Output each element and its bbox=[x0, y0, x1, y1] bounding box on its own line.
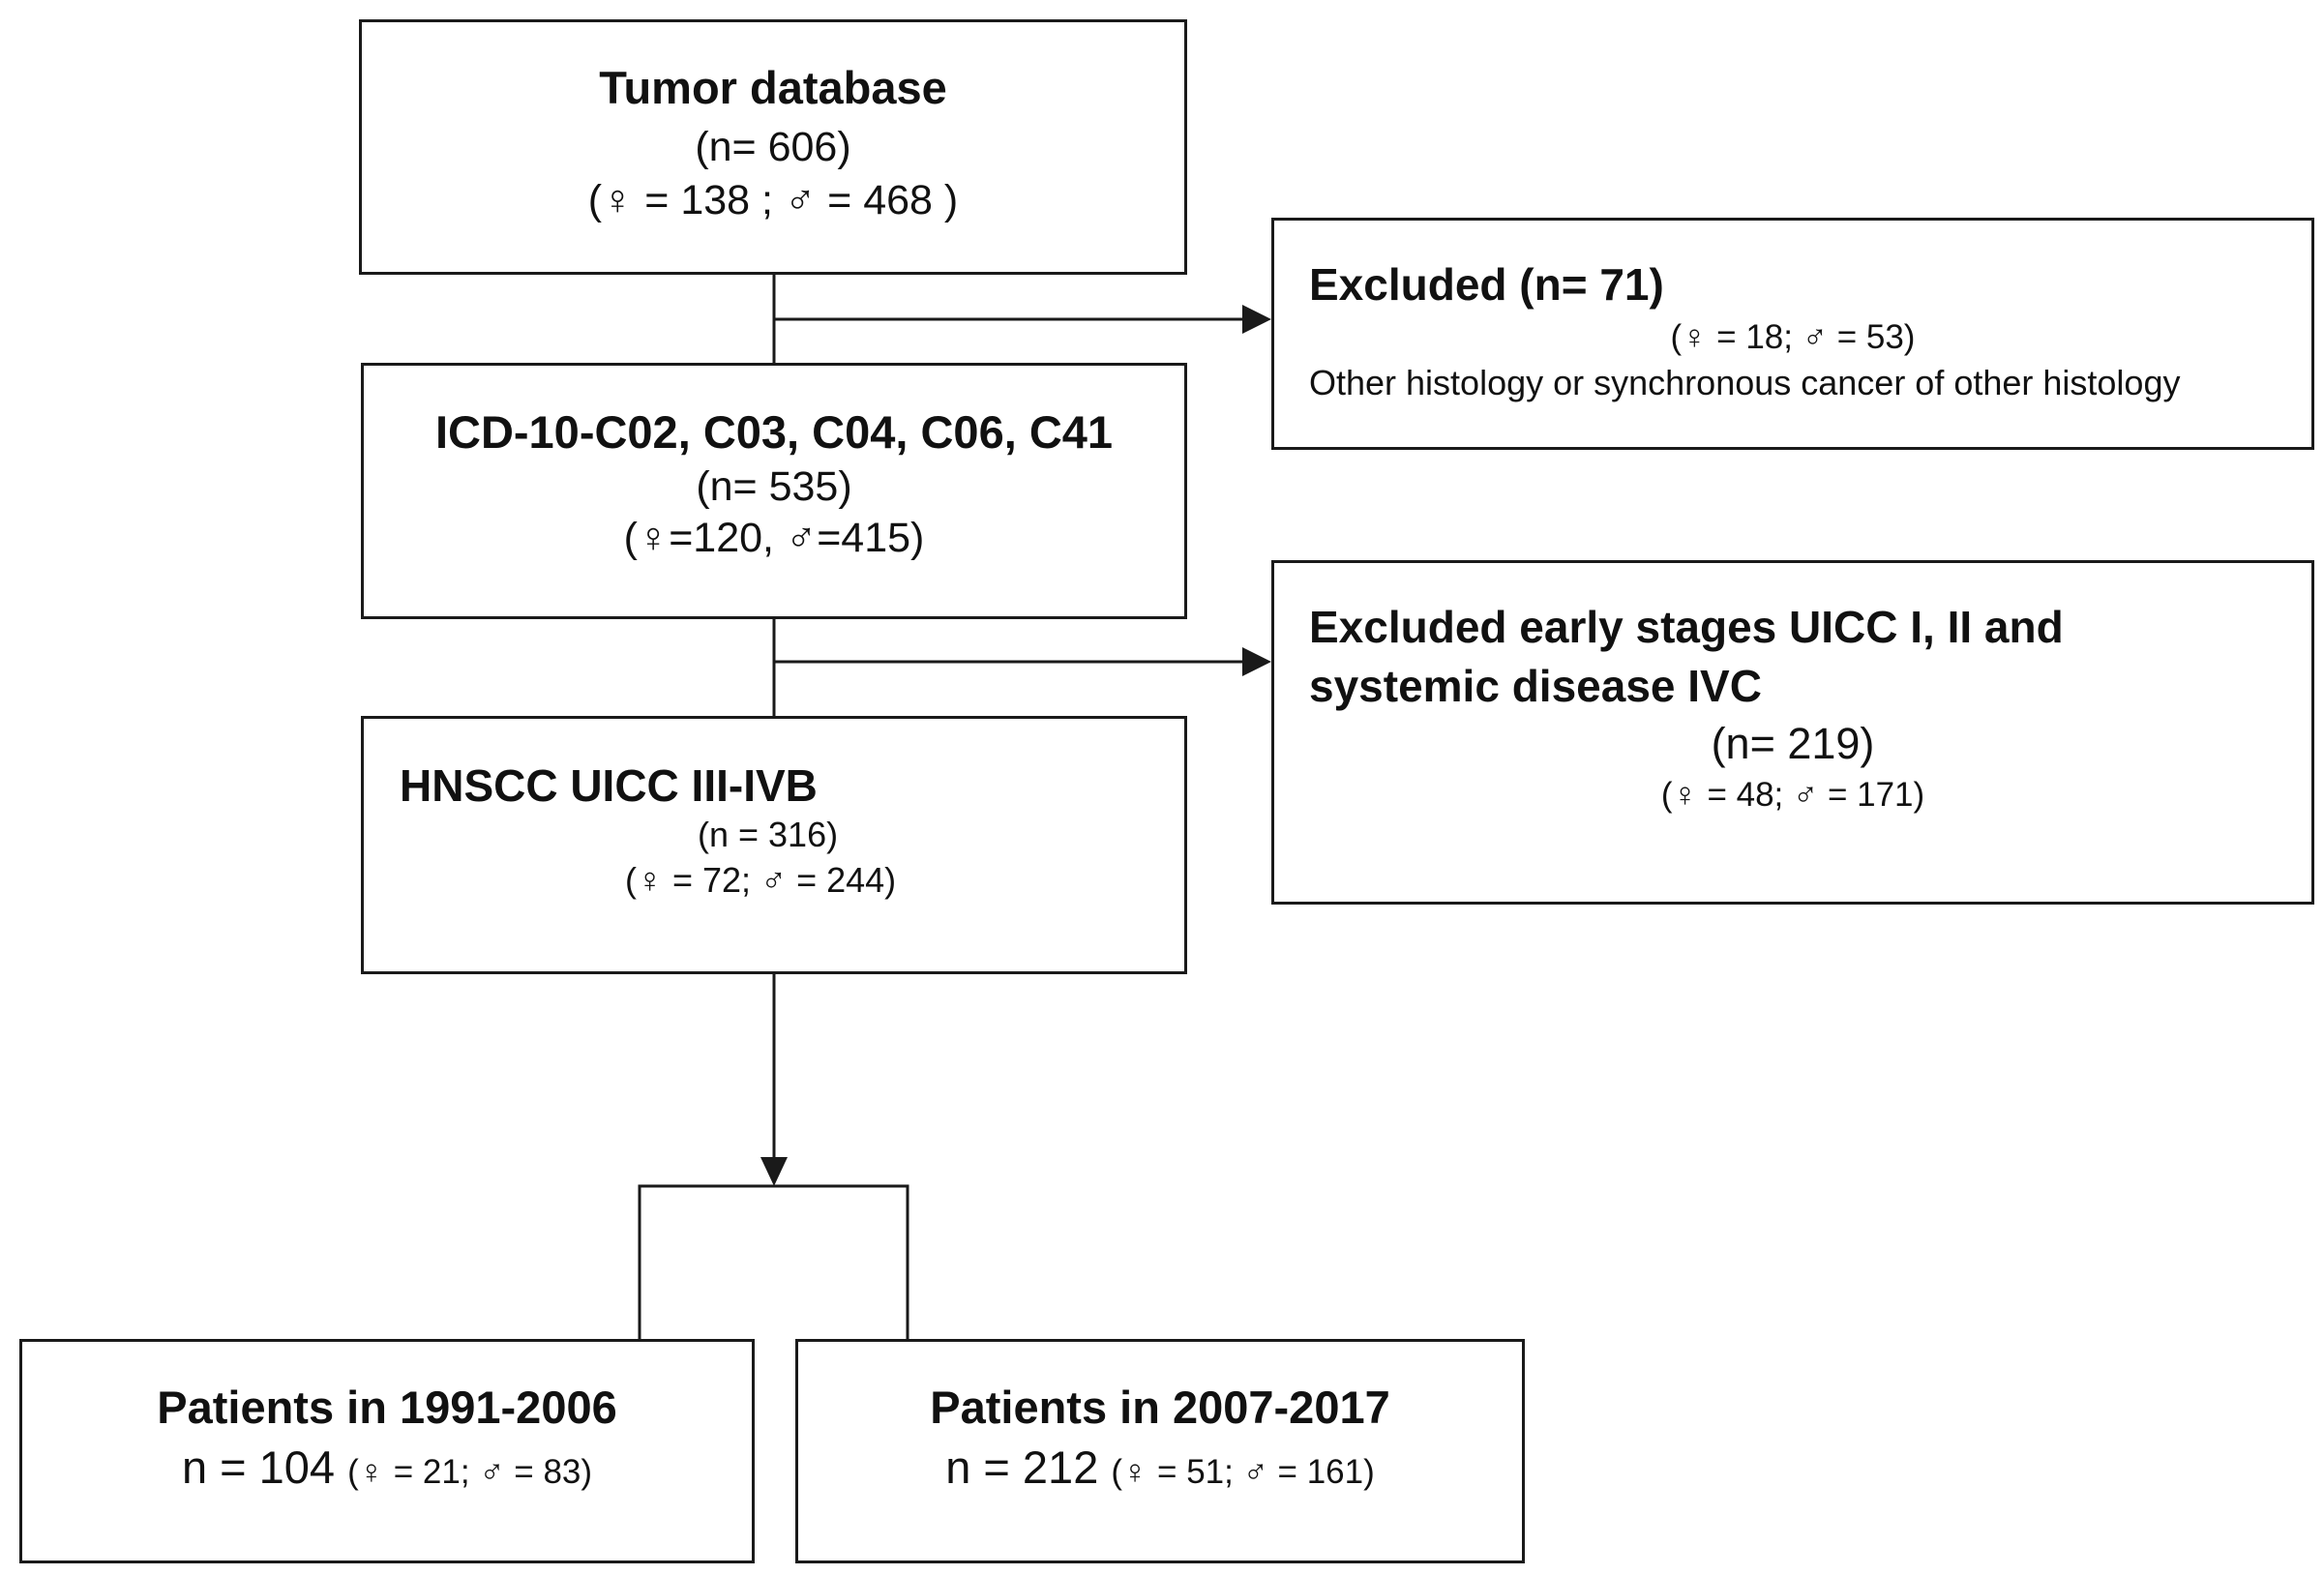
tumor-database-title: Tumor database bbox=[599, 62, 947, 113]
patients-late-box: Patients in 2007-2017 n = 212 (♀ = 51; ♂… bbox=[795, 1339, 1525, 1563]
arrowhead-excluded-histology bbox=[1242, 305, 1271, 334]
patients-early-title: Patients in 1991-2006 bbox=[157, 1382, 617, 1433]
patients-early-count: n = 104 bbox=[181, 1441, 336, 1493]
excluded-stages-title-line2: systemic disease IVC bbox=[1309, 661, 1762, 711]
excluded-stages-title-line1: Excluded early stages UICC I, II and bbox=[1309, 602, 2064, 652]
patients-late-title: Patients in 2007-2017 bbox=[930, 1382, 1390, 1433]
excluded-histology-reason: Other histology or synchronous cancer of… bbox=[1309, 363, 2181, 402]
icd-codes-count: (n= 535) bbox=[696, 463, 852, 510]
patients-early-box: Patients in 1991-2006 n = 104 (♀ = 21; ♂… bbox=[19, 1339, 755, 1563]
excluded-stages-sex: (♀ = 48; ♂ = 171) bbox=[1660, 776, 1925, 814]
hnscc-count: (n = 316) bbox=[698, 815, 839, 854]
excluded-histology-box: Excluded (n= 71) (♀ = 18; ♂ = 53) Other … bbox=[1271, 218, 2314, 450]
arrowhead-split bbox=[760, 1157, 788, 1186]
arrowhead-excluded-stages bbox=[1242, 647, 1271, 676]
hnscc-sex: (♀ = 72; ♂ = 244) bbox=[625, 860, 897, 900]
patients-early-sex: (♀ = 21; ♂ = 83) bbox=[347, 1453, 593, 1491]
patients-late-sex: (♀ = 51; ♂ = 161) bbox=[1111, 1453, 1375, 1491]
split-bracket bbox=[638, 1184, 909, 1339]
patients-late-summary: n = 212 (♀ = 51; ♂ = 161) bbox=[798, 1444, 1522, 1490]
icd-codes-sex: (♀=120, ♂=415) bbox=[623, 515, 925, 561]
excluded-histology-sex: (♀ = 18; ♂ = 53) bbox=[1670, 318, 1916, 356]
hnscc-box: HNSCC UICC III-IVB (n = 316) (♀ = 72; ♂ … bbox=[361, 716, 1187, 974]
patients-late-count: n = 212 bbox=[945, 1441, 1099, 1493]
excluded-histology-title: Excluded (n= 71) bbox=[1309, 259, 1664, 310]
tumor-database-sex: (♀ = 138 ; ♂ = 468 ) bbox=[587, 177, 959, 223]
icd-codes-box: ICD-10-C02, C03, C04, C06, C41 (n= 535) … bbox=[361, 363, 1187, 619]
tumor-database-box: Tumor database (n= 606) (♀ = 138 ; ♂ = 4… bbox=[359, 19, 1187, 275]
tumor-database-count: (n= 606) bbox=[695, 124, 851, 170]
hnscc-title: HNSCC UICC III-IVB bbox=[400, 760, 818, 811]
icd-codes-title: ICD-10-C02, C03, C04, C06, C41 bbox=[434, 406, 1114, 458]
patients-early-summary: n = 104 (♀ = 21; ♂ = 83) bbox=[22, 1444, 752, 1490]
excluded-stages-box: Excluded early stages UICC I, II and sys… bbox=[1271, 560, 2314, 905]
excluded-stages-count: (n= 219) bbox=[1711, 719, 1875, 768]
